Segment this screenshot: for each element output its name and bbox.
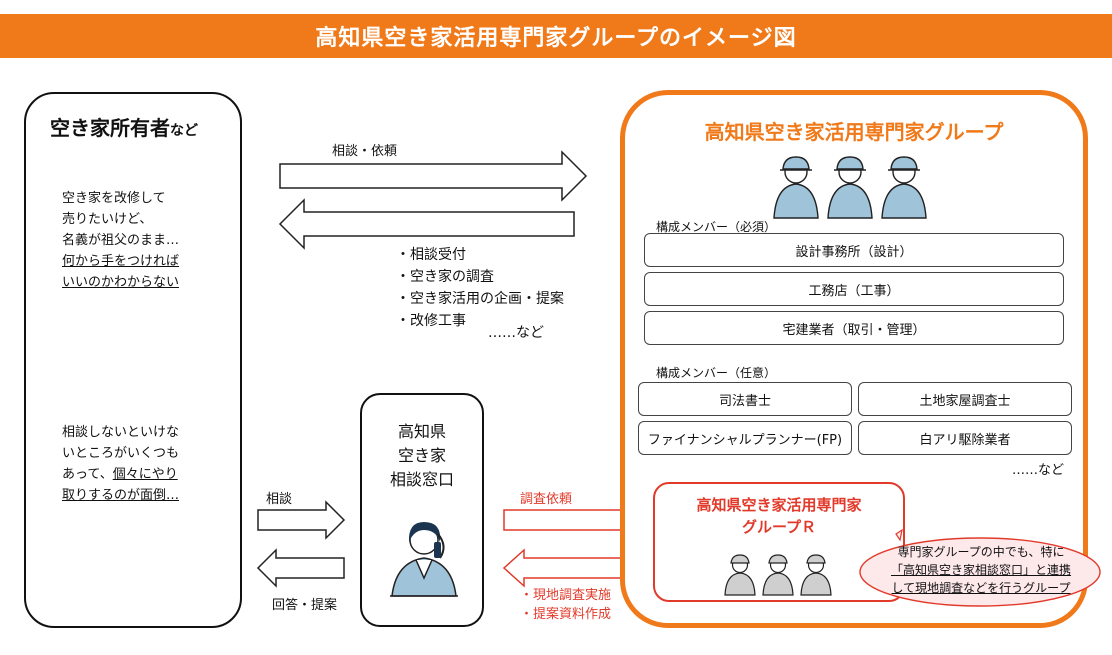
member-optional-scrivener: 司法書士 [638, 382, 852, 416]
callout-text: 専門家グループの中でも、特に 「高知県空き家相談窓口」と連携 して現地調査などを… [890, 545, 1072, 595]
owner-panel [24, 92, 242, 628]
service-item: ・相談受付 [396, 247, 466, 263]
workers-icon [773, 156, 927, 219]
service-item: ・空き家の調査 [396, 269, 494, 285]
owner-title: 空き家所有者など [50, 116, 198, 140]
group-r-workers-icon [724, 554, 832, 596]
consultation-window-label: 高知県 空き家 相談窓口 [389, 422, 454, 489]
owner-bubble-2: 相談しないといけな いところがいくつも あって、個々にやり 取りするのが面倒… [62, 425, 180, 503]
member-required-design: 設計事務所（設計） [644, 233, 1064, 267]
service-item: ・空き家活用の企画・提案 [396, 291, 564, 307]
arrow-answer [256, 548, 345, 588]
arrow-consult-request [279, 150, 588, 202]
member-optional-surveyor: 土地家屋調査士 [858, 382, 1072, 416]
services-etc: ……など [488, 325, 544, 341]
label-consult: 相談 [266, 492, 293, 507]
callout-bubble [859, 528, 1101, 607]
label-answer: 回答・提案 [272, 598, 338, 613]
label-survey-request: 調査依頼 [520, 492, 573, 507]
required-members-heading: 構成メンバー（必須） [656, 220, 777, 234]
member-required-construction: 工務店（工事） [644, 272, 1064, 306]
member-optional-fp: ファイナンシャルプランナー(FP) [638, 421, 852, 455]
member-required-realestate: 宅建業者（取引・管理） [644, 311, 1064, 345]
service-item: ・改修工事 [396, 313, 466, 329]
owner-bubble-1: 空き家を改修して 売りたいけど、 名義が祖父のまま… 何から手をつければ いいの… [62, 191, 180, 290]
member-optional-termite: 白アリ駆除業者 [858, 421, 1072, 455]
services-list: ・相談受付 ・空き家の調査 ・空き家活用の企画・提案 ・改修工事 [396, 244, 564, 332]
arrow-services-return [278, 198, 575, 250]
page-title: 高知県空き家活用専門家グループのイメージ図 [0, 14, 1112, 58]
group-r-title: 高知県空き家活用専門家 グループＲ [696, 496, 862, 536]
label-consult-request: 相談・依頼 [332, 144, 398, 159]
expert-group-title: 高知県空き家活用専門家グループ [704, 120, 1004, 144]
operator-icon [390, 522, 458, 597]
group-r-outputs: ・現地調査実施 ・提案資料作成 [520, 588, 612, 622]
arrow-consult [257, 500, 346, 540]
optional-members-heading: 構成メンバー（任意） [656, 366, 777, 380]
optional-etc: ……など [1012, 463, 1065, 478]
